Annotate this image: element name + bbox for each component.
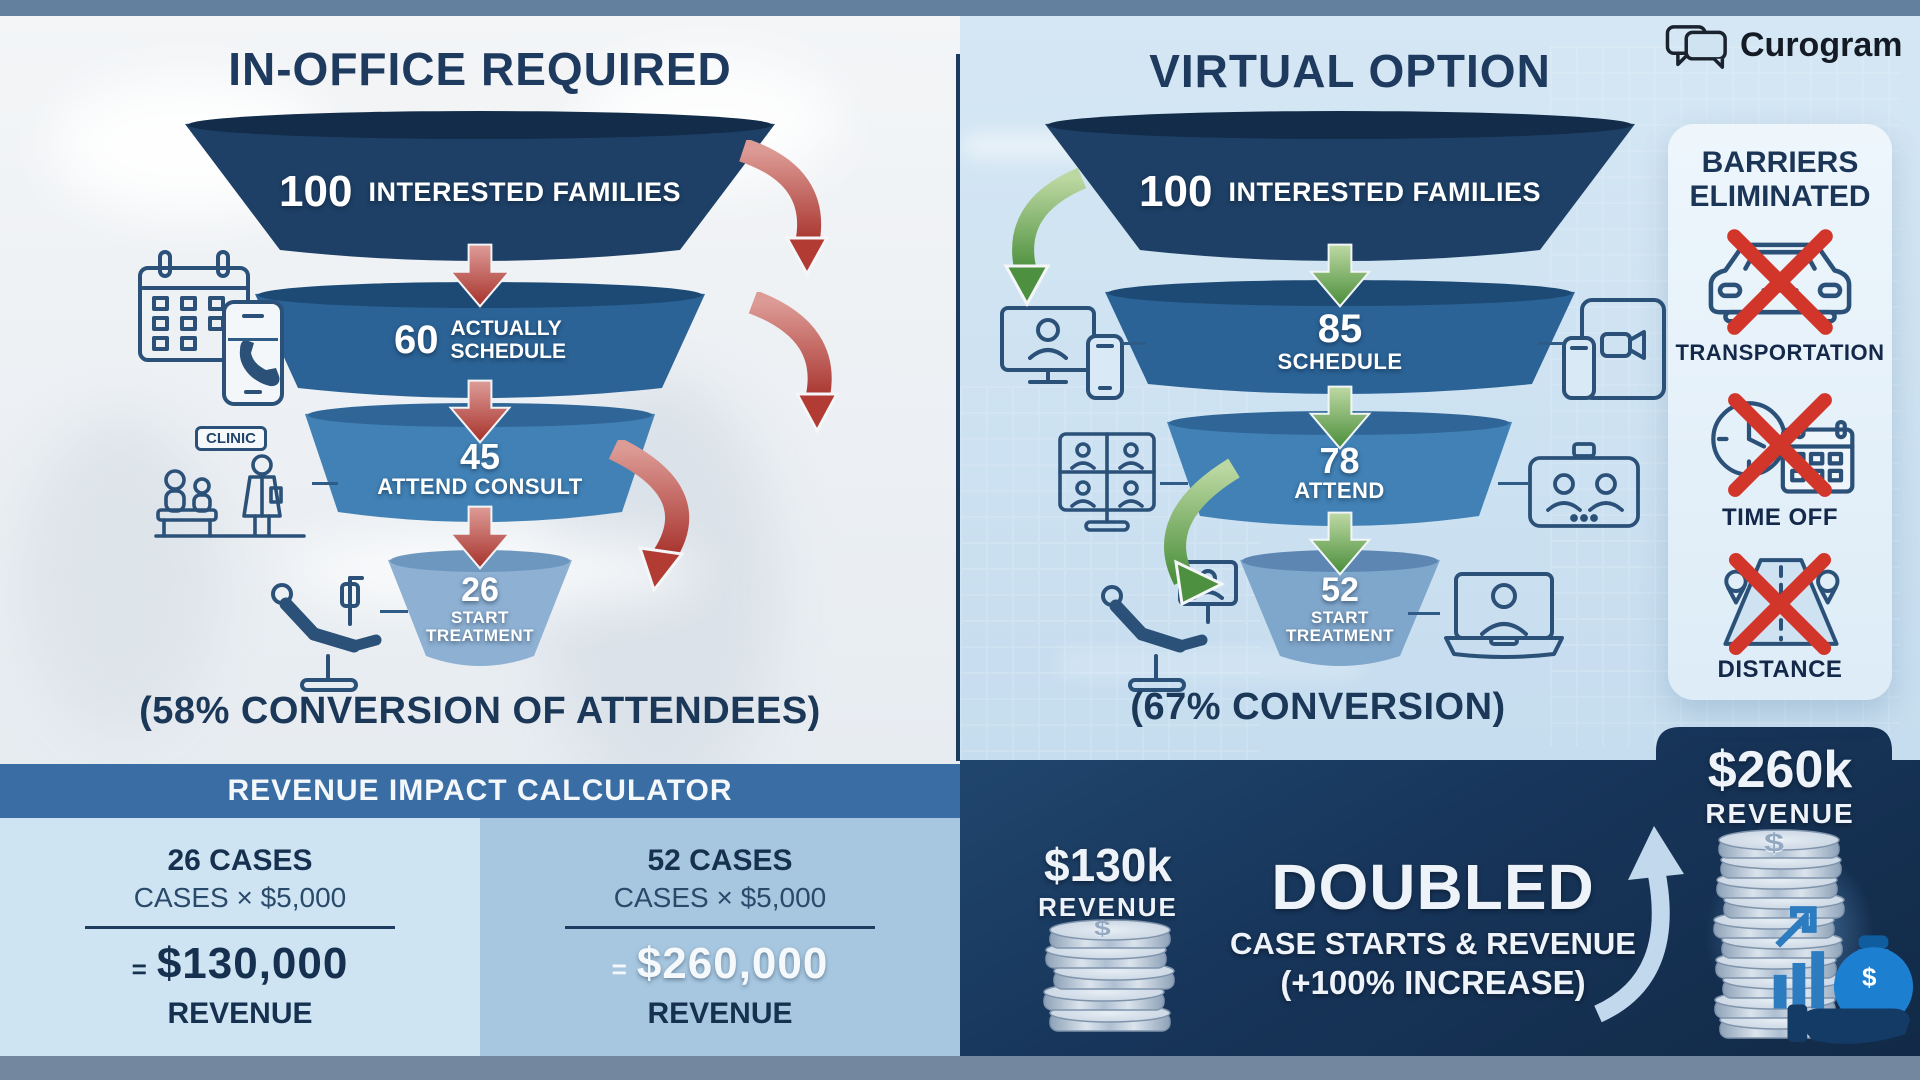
after-revenue-amount: $260k	[1707, 741, 1853, 799]
green-curved-arrow-icon	[1003, 168, 1087, 308]
summary-subline: CASE STARTS & REVENUE	[1230, 926, 1636, 961]
formula-rule	[565, 926, 875, 929]
right-funnel-tier2-text: 85 SCHEDULE	[1105, 298, 1575, 384]
cases-formula: CASES × $5,000	[613, 882, 827, 913]
chat-bubbles-logo-icon	[1665, 25, 1727, 69]
right-funnel-tier4-text: 52 START TREATMENT	[1240, 566, 1440, 652]
bottom-border-bar	[0, 1056, 1920, 1080]
brand-name: Curogram	[1740, 26, 1903, 64]
laptop-video-call-icon	[1444, 572, 1564, 659]
cases-formula: CASES × $5,000	[133, 882, 347, 913]
tier-label: SCHEDULE	[1277, 349, 1403, 375]
left-panel-title: IN-OFFICE REQUIRED	[228, 43, 732, 95]
left-funnel-tier4-text: 26 START TREATMENT	[388, 566, 572, 652]
equals-sign: =	[131, 954, 147, 984]
revenue-label: REVENUE	[167, 997, 313, 1030]
green-curved-arrow-icon	[1164, 458, 1240, 607]
tier-value: 26	[461, 571, 499, 610]
tablet-video-phone-icon	[1562, 298, 1666, 400]
cases-count: 52 CASES	[647, 844, 793, 877]
revenue-label: REVENUE	[647, 997, 793, 1030]
tier-label: ATTEND	[1294, 478, 1385, 504]
tier-value: 78	[1319, 439, 1360, 481]
tier-label: ATTEND CONSULT	[377, 474, 583, 500]
revenue-result: $260,000	[636, 939, 829, 988]
tier-value: 60	[393, 317, 439, 362]
clinic-waiting-room-icon	[154, 454, 306, 538]
tier-value: 100	[1139, 167, 1213, 216]
before-revenue-amount: $130k	[1044, 839, 1172, 891]
group-video-call-icon	[1058, 432, 1156, 532]
bag-dollar-symbol: $	[1862, 962, 1877, 992]
barrier-label: TRANSPORTATION	[1675, 340, 1885, 365]
red-arrow-down-icon	[448, 502, 512, 574]
calculator-title: REVENUE IMPACT CALCULATOR	[227, 774, 733, 807]
left-conversion-note: (58% CONVERSION OF ATTENDEES)	[139, 690, 821, 732]
barriers-title-line2: ELIMINATED	[1689, 180, 1871, 213]
red-dropoff-arrow-icon	[738, 140, 830, 278]
cases-count: 26 CASES	[167, 844, 313, 877]
red-x-icon	[1728, 393, 1832, 497]
dental-chair-icon	[271, 576, 382, 692]
revenue-result: $130,000	[156, 939, 349, 988]
tier-label: INTERESTED FAMILIES	[1228, 176, 1541, 207]
tier-value: 45	[459, 435, 501, 477]
tier-value: 85	[1317, 307, 1363, 352]
right-panel-title: VIRTUAL OPTION	[1149, 45, 1551, 97]
calculator-column-after: 52 CASES CASES × $5,000 = $260,000 REVEN…	[480, 818, 960, 1056]
coin-dollar-symbol: $	[1094, 916, 1111, 941]
tier-label-line2: SCHEDULE	[450, 340, 566, 363]
equals-sign: =	[611, 954, 627, 984]
coin-dollar-symbol: $	[1764, 827, 1785, 858]
red-x-icon	[1727, 229, 1833, 335]
panel-divider-line	[956, 54, 960, 761]
clinic-sign: CLINIC	[195, 426, 267, 451]
right-funnel-tier1-text: 100 INTERESTED FAMILIES	[1045, 162, 1635, 222]
calculator-column-before: 26 CASES CASES × $5,000 = $130,000 REVEN…	[0, 818, 480, 1056]
right-conversion-note: (67% CONVERSION)	[1130, 686, 1506, 728]
red-dropoff-arrow-icon	[608, 440, 690, 594]
left-funnel-tier1-text: 100 INTERESTED FAMILIES	[185, 162, 775, 222]
left-funnel-tier2-text: 60 ACTUALLY SCHEDULE	[255, 300, 705, 380]
tier-label-line1: ACTUALLY	[450, 316, 562, 340]
formula-rule	[85, 926, 395, 929]
summary-headline: DOUBLED	[1271, 851, 1595, 923]
after-revenue-label: REVENUE	[1705, 798, 1855, 829]
barrier-label: TIME OFF	[1722, 504, 1838, 531]
tier-label-line1: START	[451, 608, 509, 627]
calculator-header: REVENUE IMPACT CALCULATOR	[0, 764, 960, 818]
summary-note: (+100% INCREASE)	[1280, 964, 1586, 1001]
barriers-title-line1: BARRIERS	[1701, 146, 1859, 179]
tier-label: INTERESTED FAMILIES	[368, 176, 681, 207]
tier-value: 52	[1321, 571, 1359, 610]
tier-value: 100	[279, 167, 353, 216]
tier-label-line2: TREATMENT	[425, 625, 535, 645]
money-bag-hand-icon	[1773, 906, 1914, 1044]
red-dropoff-arrow-icon	[748, 292, 840, 435]
top-border-bar	[0, 0, 1920, 16]
doctor-patient-video-icon	[1528, 442, 1640, 528]
tier-label-line1: START	[1311, 608, 1369, 627]
tier-label-line2: TREATMENT	[1285, 625, 1395, 645]
red-x-icon	[1728, 552, 1832, 656]
